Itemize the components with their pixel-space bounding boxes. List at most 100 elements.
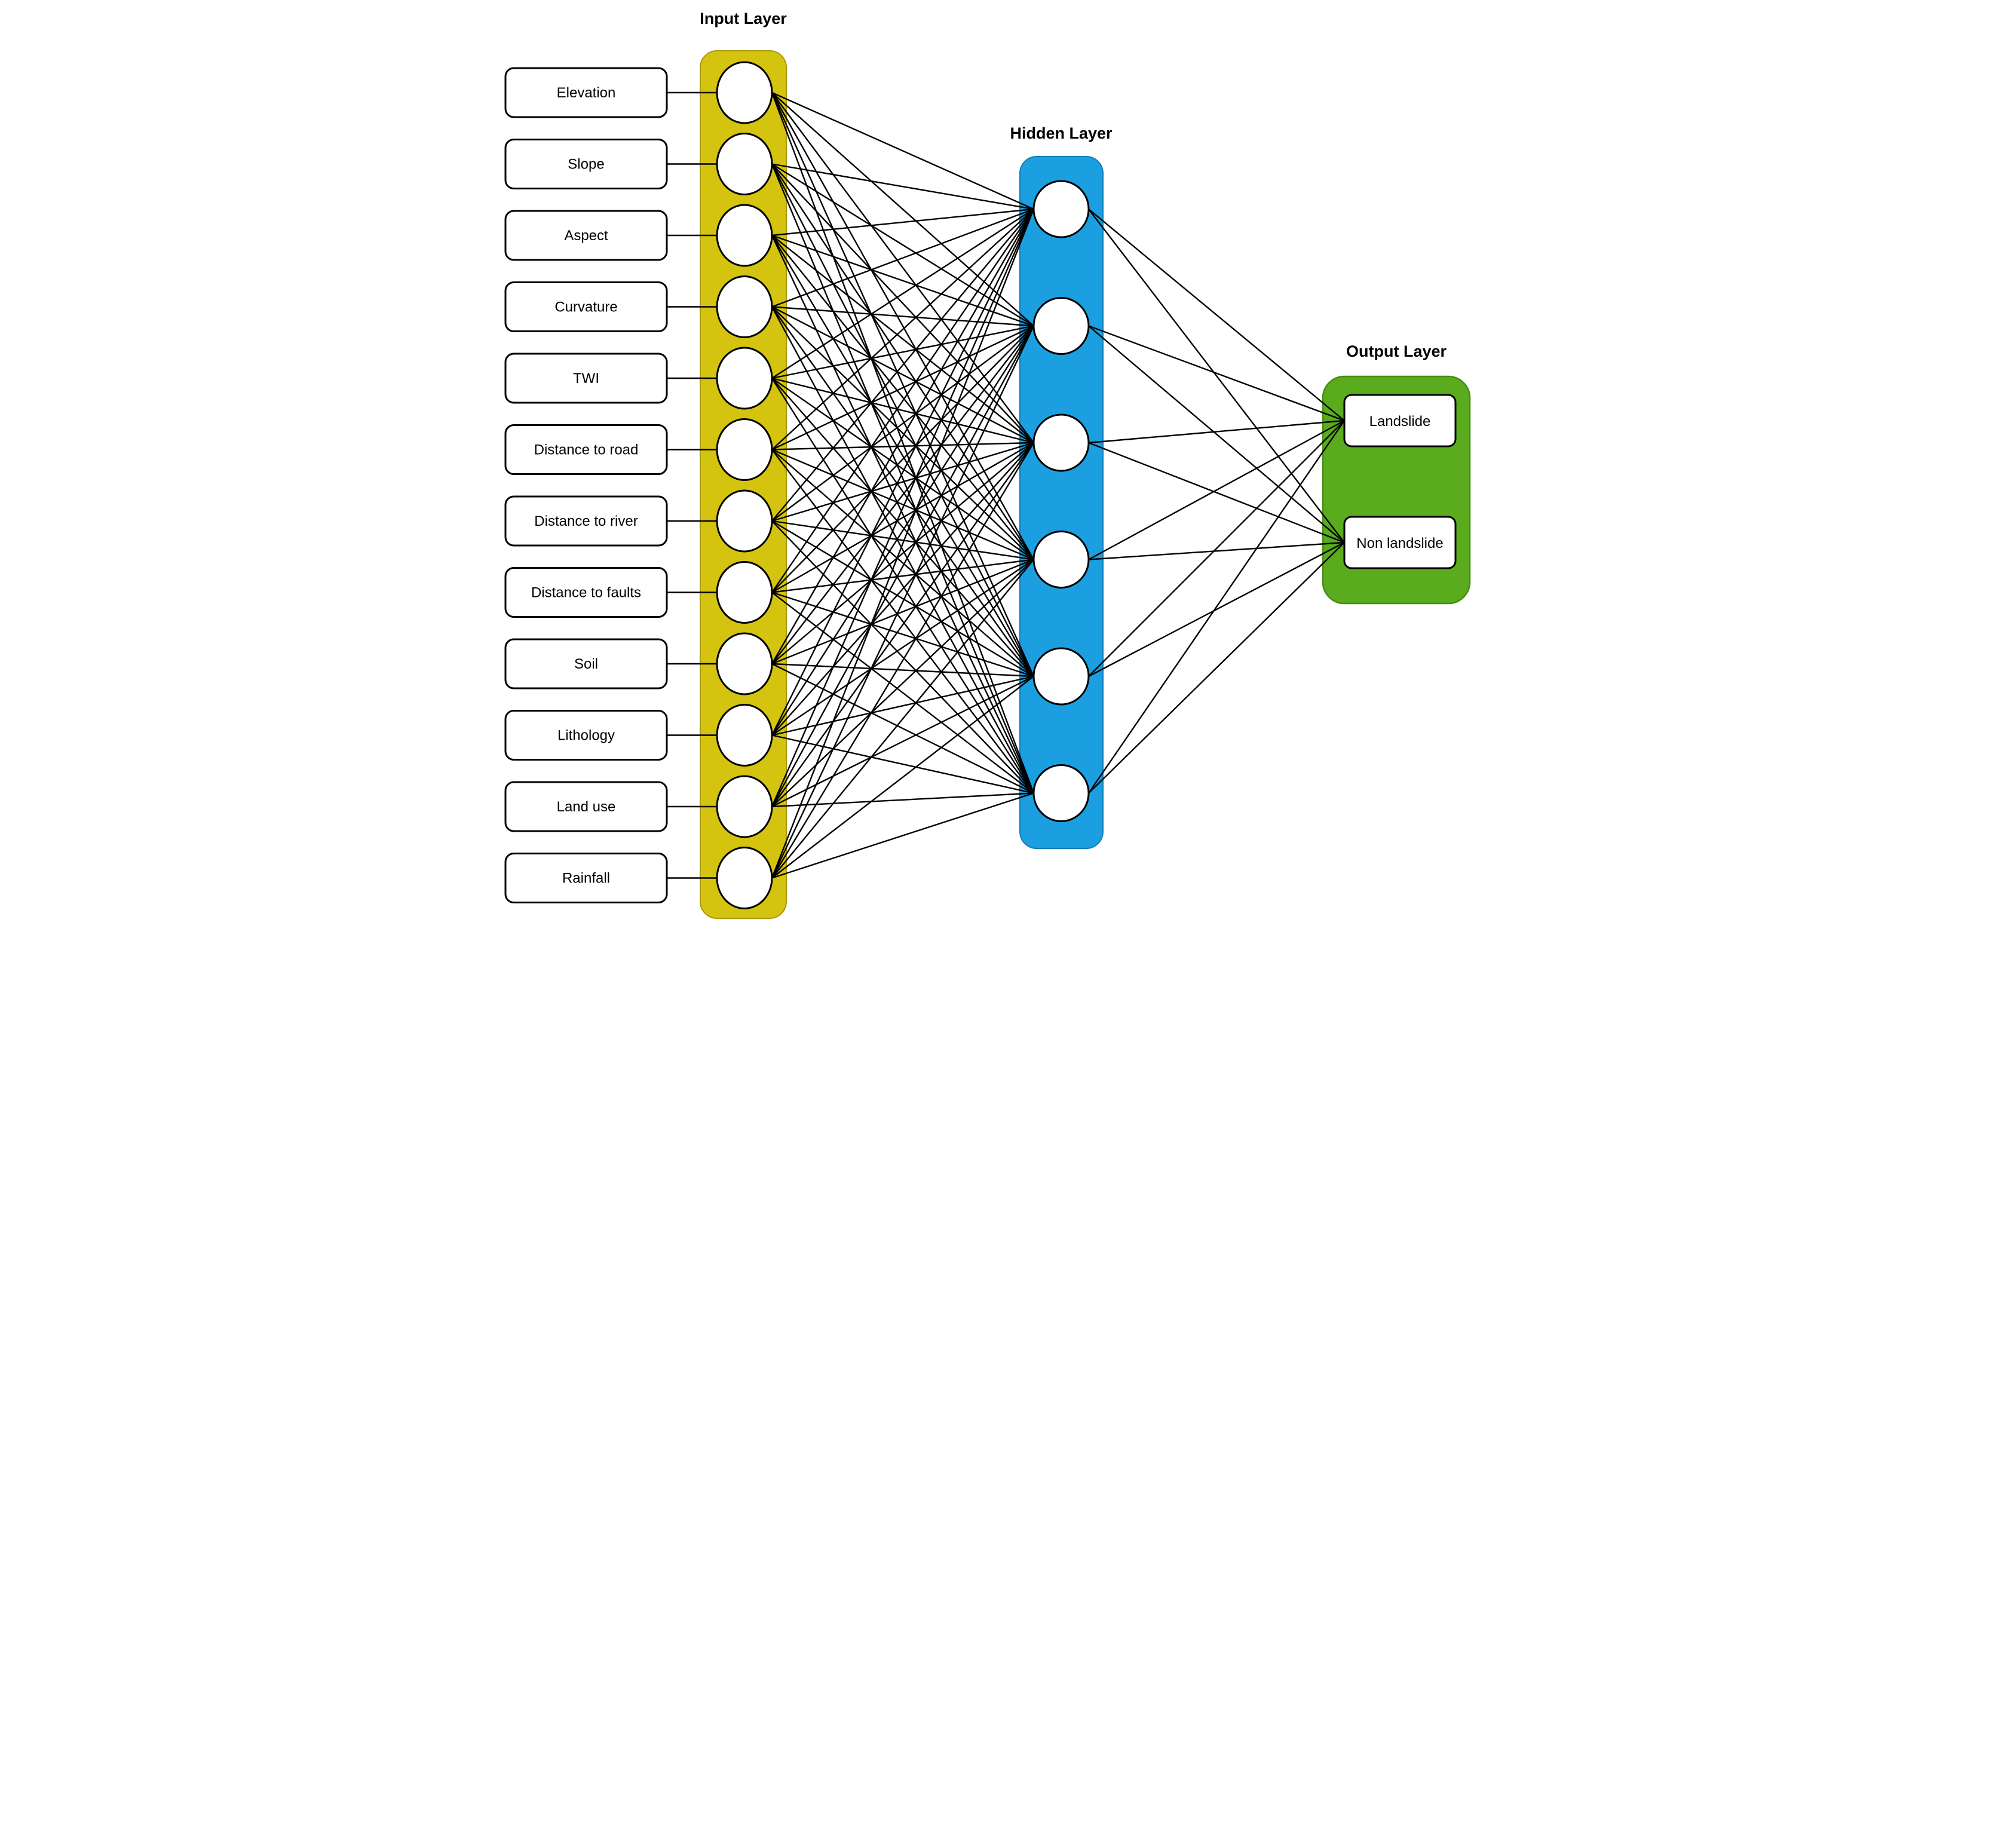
input-layer-nodes [716, 61, 773, 909]
input-feature-box [504, 353, 668, 404]
input-feature-box [504, 495, 668, 547]
input-feature-box [504, 210, 668, 261]
edge-input-hidden [771, 442, 1034, 736]
input-feature-box [504, 567, 668, 618]
edge-input-hidden [771, 235, 1034, 560]
input-feature-label: Elevation [557, 85, 616, 101]
input-node [716, 275, 773, 338]
edge-input-hidden [771, 209, 1035, 878]
input-feature-box [504, 67, 668, 118]
edge-hidden-output [1088, 419, 1345, 560]
edge-input-hidden [771, 209, 1035, 807]
input-node [716, 204, 773, 267]
input-feature-box [504, 781, 668, 832]
edge-input-hidden [771, 209, 1034, 593]
edge-hidden-output [1088, 419, 1345, 444]
edge-input-hidden [771, 520, 1034, 678]
input-node [716, 847, 773, 909]
input-feature-label: Distance to river [534, 513, 638, 529]
edge-input-hidden [771, 325, 1034, 593]
edge-input-hidden [771, 163, 1035, 677]
input-feature-box [504, 424, 668, 475]
output-box-non-landslide [1343, 516, 1457, 569]
edge-hidden-output [1088, 442, 1345, 544]
edge-hidden-output [1088, 420, 1345, 794]
edge-input-hidden [771, 306, 1034, 327]
input-feature-boxes: ElevationSlopeAspectCurvatureTWIDistance… [504, 67, 668, 903]
edge-input-hidden [771, 734, 1034, 794]
edge-input-hidden [771, 592, 1034, 678]
hidden-layer-band [1019, 156, 1104, 849]
input-feature-label: Rainfall [562, 871, 610, 887]
edge-input-hidden [771, 442, 1035, 879]
edge-input-hidden [771, 163, 1034, 443]
input-feature-label: Distance to faults [531, 585, 641, 601]
edge-input-hidden [771, 92, 1034, 327]
edge-input-hidden [771, 92, 1035, 560]
edge-input-hidden [771, 442, 1034, 664]
feature-connectors [667, 91, 717, 879]
input-feature-box [504, 281, 668, 332]
input-feature-label: Distance to road [534, 442, 639, 458]
edge-hidden-output [1088, 209, 1345, 543]
edge-input-hidden [771, 325, 1034, 450]
edge-input-hidden [771, 92, 1035, 677]
edge-input-hidden [771, 208, 1034, 379]
input-feature-label: TWI [573, 370, 599, 387]
edge-input-hidden [771, 520, 1034, 794]
input-feature-box [504, 853, 668, 903]
edge-input-hidden [771, 209, 1034, 450]
edge-input-hidden [771, 325, 1034, 522]
output-box-landslide [1343, 394, 1457, 448]
edge-input-hidden [771, 792, 1034, 879]
hidden-layer-nodes [1032, 180, 1090, 822]
input-feature-label: Land use [557, 799, 616, 815]
edge-hidden-output [1088, 541, 1345, 560]
edge-input-hidden [771, 163, 1034, 210]
edge-input-hidden [771, 325, 1034, 664]
edge-input-hidden [771, 163, 1034, 327]
edge-input-hidden [771, 92, 1035, 793]
edge-input-hidden [771, 325, 1035, 736]
output-class-boxes: Landslide Non landslide [1343, 394, 1457, 569]
edge-input-hidden [771, 91, 1034, 210]
edge-input-hidden [771, 92, 1034, 443]
hidden-node [1032, 297, 1090, 355]
input-node [716, 133, 773, 195]
edge-input-hidden [771, 449, 1034, 677]
output-layer-title: Output Layer [1346, 342, 1447, 360]
input-node [716, 61, 773, 124]
input-node [716, 347, 773, 410]
edge-input-hidden [771, 306, 1034, 444]
edge-input-hidden [771, 378, 1034, 560]
edge-input-hidden [771, 663, 1034, 794]
edge-input-hidden [771, 378, 1034, 677]
edge-input-hidden [771, 325, 1034, 379]
edge-input-hidden [771, 559, 1034, 879]
input-feature-box [504, 710, 668, 761]
input-feature-label: Soil [574, 656, 598, 672]
hidden-node [1032, 764, 1090, 822]
edge-input-hidden [771, 234, 1034, 327]
edge-input-hidden [771, 325, 1035, 807]
input-feature-box [504, 638, 668, 689]
edges-input-to-hidden [771, 91, 1035, 879]
edge-input-hidden [771, 235, 1034, 443]
layer-titles: Input Layer Hidden Layer Output Layer [700, 10, 1447, 360]
edge-input-hidden [771, 442, 1034, 593]
edge-hidden-output [1088, 325, 1345, 543]
edges-hidden-to-output [1088, 209, 1345, 794]
edge-input-hidden [771, 235, 1035, 677]
edge-input-hidden [771, 676, 1034, 879]
hidden-node [1032, 531, 1090, 589]
edge-input-hidden [771, 209, 1035, 736]
hidden-node [1032, 647, 1090, 706]
edge-hidden-output [1088, 209, 1345, 421]
input-feature-box [504, 139, 668, 189]
input-node [716, 632, 773, 695]
edge-input-hidden [771, 592, 1034, 794]
edge-input-hidden [771, 442, 1034, 450]
edge-input-hidden [771, 449, 1034, 794]
input-feature-label: Lithology [557, 728, 615, 744]
